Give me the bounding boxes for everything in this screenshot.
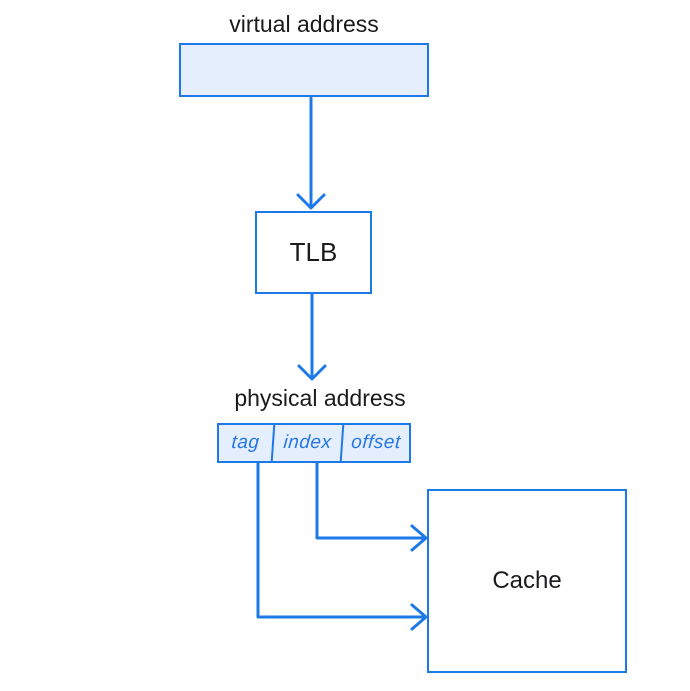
arrow-tag-to-cache	[256, 461, 428, 631]
virtual-address-box	[179, 43, 429, 97]
cache-box: Cache	[427, 489, 627, 673]
physical-address-box: tag index offset	[217, 423, 411, 463]
pa-field-tag: tag	[217, 425, 276, 461]
physical-address-label: physical address	[234, 385, 406, 411]
tlb-box: TLB	[255, 211, 372, 294]
arrow-index-to-cache	[315, 461, 428, 552]
arrowhead-right-icon	[410, 524, 428, 552]
pa-field-index: index	[272, 425, 345, 461]
cache-label: Cache	[492, 567, 562, 594]
pa-field-offset: offset	[350, 432, 402, 453]
tlb-label: TLB	[289, 237, 338, 267]
arrowhead-down-icon	[297, 364, 327, 381]
arrow-tlb-to-physical	[297, 292, 327, 381]
arrow-virtual-to-tlb	[296, 94, 326, 210]
arrowhead-right-icon	[410, 603, 428, 631]
arrowhead-down-icon	[296, 193, 326, 210]
virtual-address-label: virtual address	[229, 11, 379, 37]
